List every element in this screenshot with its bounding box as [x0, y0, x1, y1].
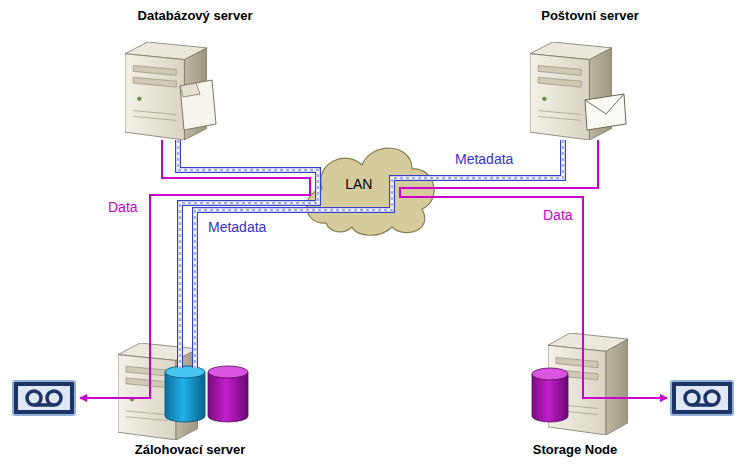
- tape-icon: [671, 381, 733, 415]
- disk-cylinder: [532, 368, 568, 422]
- network-label: LAN: [345, 176, 372, 192]
- connector-label: Metadata: [453, 151, 515, 168]
- server-label: Zálohovací server: [135, 442, 246, 458]
- metadata-connector: [178, 140, 318, 368]
- connector-label: Metadata: [206, 219, 268, 236]
- server-label: Storage Node: [533, 442, 618, 458]
- tape-icon: [13, 381, 75, 415]
- server-node: Databázový server: [100, 6, 290, 140]
- metadata-connector: [195, 140, 563, 368]
- server-node: Storage Node: [480, 340, 670, 460]
- data-wire: [80, 368, 150, 398]
- server-node: Zálohovací server: [95, 368, 285, 460]
- data-connector: [150, 140, 310, 368]
- document-icon: [180, 80, 216, 130]
- server-node: Poštovní server: [505, 6, 675, 140]
- envelope-icon: [585, 94, 626, 130]
- data-connector: [400, 140, 598, 340]
- connector-label: Data: [106, 199, 140, 216]
- disk-cylinder: [208, 366, 248, 422]
- connector-label: Data: [541, 207, 575, 224]
- server-label: Databázový server: [138, 8, 253, 24]
- data-wire: [583, 340, 667, 398]
- server-label: Poštovní server: [541, 8, 639, 24]
- disk-cylinder: [165, 366, 205, 422]
